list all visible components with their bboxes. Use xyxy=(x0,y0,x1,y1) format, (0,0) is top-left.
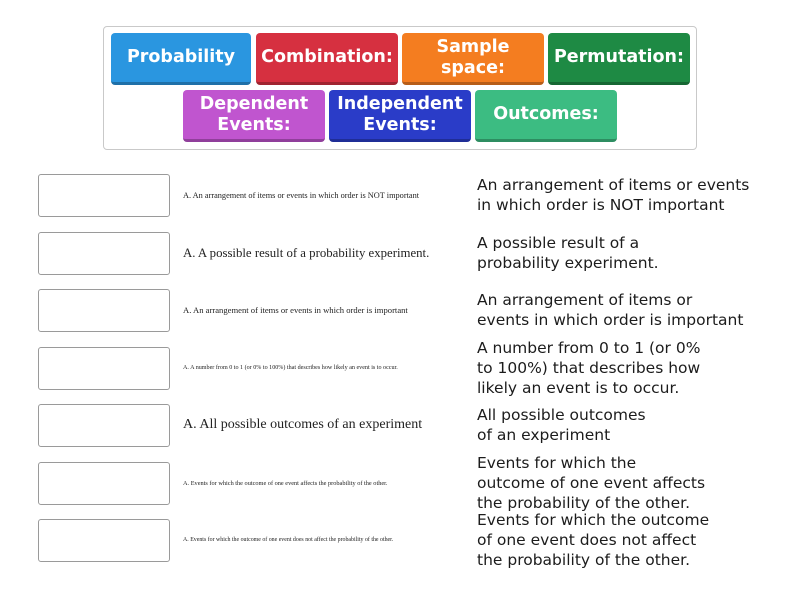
clue-image-text: A. Events for which the outcome of one e… xyxy=(183,479,388,487)
tile-sample-space[interactable]: Sample space: xyxy=(402,33,544,85)
definition-text: A possible result of a probability exper… xyxy=(477,234,659,272)
clue-image-text: A. All possible outcomes of an experimen… xyxy=(183,417,423,432)
drop-zone[interactable] xyxy=(38,519,170,562)
drop-zone[interactable] xyxy=(38,289,170,332)
definition-text: A number from 0 to 1 (or 0% to 100%) tha… xyxy=(477,339,701,397)
tile-dependent-events[interactable]: Dependent Events: xyxy=(183,90,325,142)
clue-image-text: A. An arrangement of items or events in … xyxy=(183,305,408,315)
definition-text: Events for which the outcome of one even… xyxy=(477,454,706,512)
clue-image-text: A. A possible result of a probability ex… xyxy=(183,245,430,260)
clue-image-text: A. An arrangement of items or events in … xyxy=(183,190,420,200)
drop-zone[interactable] xyxy=(38,462,170,505)
drop-zone[interactable] xyxy=(38,404,170,447)
tile-probability[interactable]: Probability xyxy=(111,33,251,85)
tile-combination[interactable]: Combination: xyxy=(256,33,398,85)
drop-zone[interactable] xyxy=(38,174,170,217)
definition-text: Events for which the outcome of one even… xyxy=(477,511,710,569)
definition-text: All possible outcomes of an experiment xyxy=(477,406,646,444)
tile-independent-events[interactable]: Independent Events: xyxy=(329,90,471,142)
definition-text: An arrangement of items or events in whi… xyxy=(477,176,750,214)
drop-zone[interactable] xyxy=(38,232,170,275)
tile-outcomes[interactable]: Outcomes: xyxy=(475,90,617,142)
clue-image-text: A. Events for which the outcome of one e… xyxy=(183,537,394,543)
drop-zone[interactable] xyxy=(38,347,170,390)
tile-permutation[interactable]: Permutation: xyxy=(548,33,690,85)
clue-image-text: A. A number from 0 to 1 (or 0% to 100%) … xyxy=(183,365,398,371)
definition-text: An arrangement of items or events in whi… xyxy=(477,291,744,329)
